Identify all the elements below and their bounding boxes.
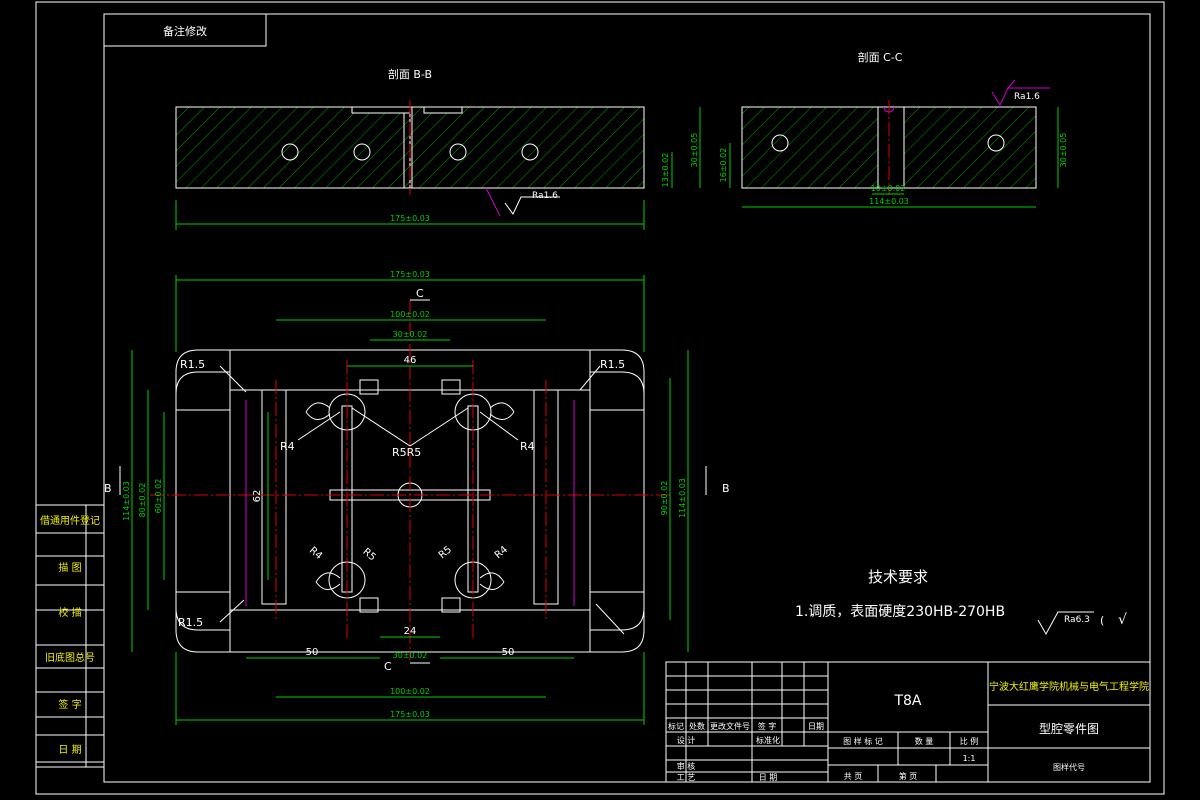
dim-bot-30: 30±0.02 (393, 651, 428, 660)
tech-title: 技术要求 (868, 568, 928, 586)
tech-requirements: 技术要求 1.调质，表面硬度230HB-270HB Ra6.3 ( √ (795, 568, 1127, 636)
label-r15-tl: R1.5 (180, 358, 205, 371)
ra-cc: Ra1.6 (1014, 92, 1040, 102)
dim-bot-100: 100±0.02 (390, 687, 430, 696)
label-r4-br: R4 (493, 544, 510, 561)
label-r15-tr: R1.5 (600, 358, 625, 371)
qty-label: 数 量 (915, 736, 934, 746)
dim-bot-50-right: 50 (502, 647, 515, 658)
dim-bb-length: 175±0.03 (390, 214, 430, 223)
top-view: C C B B 175±0.03 100±0.02 30±0.02 46 24 … (104, 270, 730, 725)
dim-cc-width: 114±0.03 (869, 197, 909, 206)
label-r4-right: R4 (520, 440, 535, 453)
dim-right-114: 114±0.03 (678, 478, 687, 518)
review-label: 审 核 (677, 761, 696, 771)
section-cc-view: 剖面 C-C Ra1.6 114±0.03 10±0.02 16±0.02 30… (719, 50, 1068, 208)
left-info-panel: 借通用件登记 描 图 校 描 旧底图总号 签 字 日 期 (35, 504, 105, 768)
dim-left-60: 60±0.02 (154, 479, 163, 514)
left-panel-label: 描 图 (58, 561, 81, 574)
header-tab-box (103, 13, 267, 47)
standard-label: 标准化 (756, 735, 780, 745)
cut-c-top: C (416, 287, 424, 300)
drawing-name: 型腔零件图 (1039, 721, 1099, 736)
label-r5-br: R5 (437, 544, 454, 561)
section-cc-title: 剖面 C-C (858, 50, 903, 64)
rev-header: 日期 (808, 722, 824, 731)
drawing-code: 图样代号 (1053, 762, 1085, 772)
dim-bot-50-left: 50 (306, 647, 319, 658)
ra-bb: Ra1.6 (532, 191, 558, 201)
dim-bot-length: 175±0.03 (390, 710, 430, 719)
left-panel-label: 签 字 (58, 698, 81, 711)
ra-paren: ( (1100, 614, 1104, 627)
ra-check: √ (1118, 612, 1127, 628)
dim-bb-height: 30±0.05 (690, 133, 699, 168)
left-panel-label: 日 期 (58, 744, 81, 756)
dim-bot-24: 24 (404, 626, 417, 637)
dim-left-80: 80±0.02 (138, 483, 147, 518)
date-label: 日 期 (759, 773, 778, 782)
label-r5-bl: R5 (360, 546, 377, 563)
school-name: 宁波大红鹰学院机械与电气工程学院 (989, 680, 1149, 693)
section-bb-view: 剖面 B-B 175±0.03 30±0.05 13±0.02 Ra1.6 (175, 67, 701, 230)
dim-right-90: 90±0.02 (660, 481, 669, 516)
scale-label: 比 例 (960, 736, 979, 746)
material: T8A (893, 693, 921, 709)
rev-header: 标记 (668, 721, 684, 731)
stage-label: 图 样 标 记 (843, 736, 883, 746)
rev-header: 处数 (689, 721, 705, 731)
sheet-outer-border (35, 1, 1165, 795)
dim-cc-slot: 10±0.02 (871, 184, 906, 193)
dim-top-length: 175±0.03 (390, 270, 430, 279)
process-label: 工 艺 (677, 773, 696, 782)
cut-c-bottom: C (384, 660, 392, 673)
dim-bb-depth: 13±0.02 (661, 153, 670, 188)
design-label: 设 计 (677, 735, 696, 745)
dim-top-46: 46 (404, 355, 417, 366)
header-tab-label: 备注修改 (163, 24, 207, 38)
sheet-inner-border (103, 13, 1151, 783)
dim-cc-height: 30±0.05 (1059, 133, 1068, 168)
dim-mid-62: 62 (252, 490, 263, 503)
left-panel-label: 校 描 (58, 606, 81, 619)
ra-general: Ra6.3 (1064, 615, 1090, 625)
label-r15-bl: R1.5 (178, 616, 203, 629)
dim-top-30: 30±0.02 (393, 330, 428, 339)
rev-header: 更改文件号 (710, 721, 750, 731)
sheet-no: 第 页 (899, 771, 918, 781)
tech-item-1: 1.调质，表面硬度230HB-270HB (795, 604, 1005, 620)
label-r4-left: R4 (280, 440, 295, 453)
section-bb-title: 剖面 B-B (388, 67, 432, 81)
label-r4-bl: R4 (307, 545, 324, 562)
left-panel-label: 借通用件登记 (40, 514, 100, 527)
sheets-total: 共 页 (844, 772, 863, 781)
label-r5r5: R5R5 (392, 446, 421, 459)
title-block: 标记 处数 更改文件号 签 字 日期 设 计 标准化 审 核 工 艺 日 期 T… (665, 661, 1151, 783)
cut-b-left: B (104, 482, 112, 495)
rev-header: 签 字 (758, 721, 777, 731)
dim-cc-depth: 16±0.02 (719, 148, 728, 183)
dim-top-100: 100±0.02 (390, 310, 430, 319)
dim-left-114: 114±0.03 (122, 481, 131, 521)
scale-value: 1:1 (963, 754, 976, 763)
left-panel-label: 旧底图总号 (45, 651, 95, 664)
cut-b-right: B (722, 482, 730, 495)
